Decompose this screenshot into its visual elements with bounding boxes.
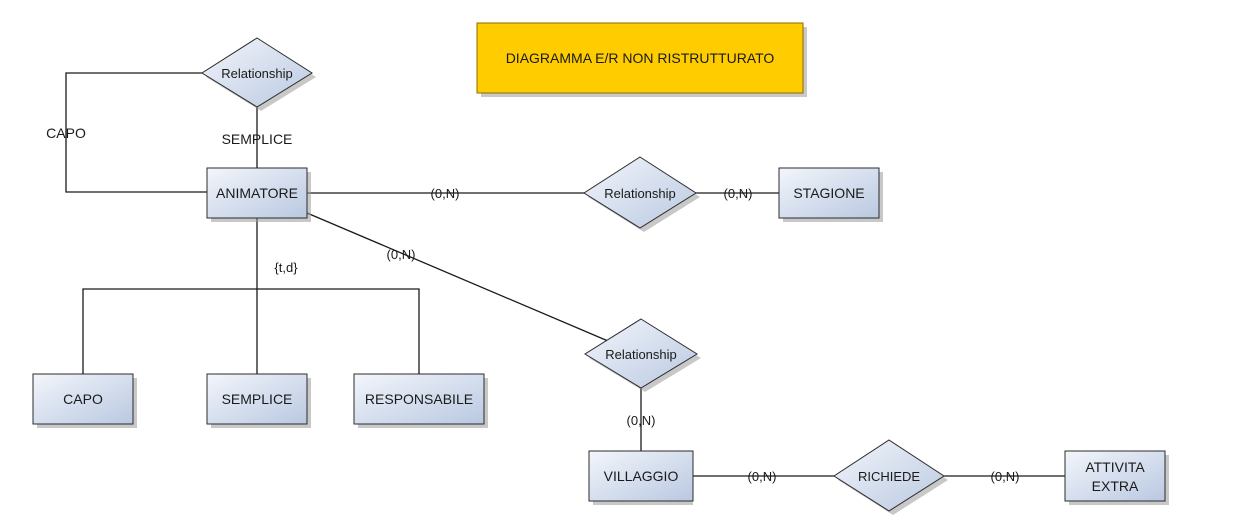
diagram-title-text: DIAGRAMMA E/R NON RISTRUTTURATO — [506, 50, 775, 66]
edge-animatore-rel-villaggio — [306, 212, 609, 342]
relationship-self[interactable]: Relationship — [201, 37, 316, 111]
entity-responsabile-label: RESPONSABILE — [365, 391, 473, 407]
entity-animatore[interactable]: ANIMATORE — [206, 167, 311, 222]
entity-stagione-label: STAGIONE — [793, 185, 864, 201]
cardinality-stagione: (0,N) — [724, 186, 753, 201]
entity-semplice[interactable]: SEMPLICE — [206, 373, 311, 428]
relationship-animatore-stagione-label: Relationship — [604, 186, 676, 201]
entity-attivita-extra-label-line2: EXTRA — [1092, 478, 1139, 494]
role-label-capo: CAPO — [46, 125, 86, 141]
cardinality-animatore-villaggio: (0,N) — [387, 247, 416, 262]
entity-responsabile[interactable]: RESPONSABILE — [353, 373, 488, 428]
relationship-animatore-stagione[interactable]: Relationship — [583, 156, 700, 232]
entity-animatore-label: ANIMATORE — [216, 185, 298, 201]
relationship-animatore-villaggio[interactable]: Relationship — [584, 318, 701, 392]
edge-generalization-bar — [82, 288, 420, 374]
entity-semplice-label: SEMPLICE — [222, 391, 293, 407]
diagram-title: DIAGRAMMA E/R NON RISTRUTTURATO — [476, 22, 807, 97]
entity-capo-label: CAPO — [63, 391, 103, 407]
cardinality-animatore-stagione: (0,N) — [431, 186, 460, 201]
relationship-self-label: Relationship — [221, 66, 293, 81]
cardinality-attivita-extra: (0,N) — [991, 469, 1020, 484]
entity-stagione[interactable]: STAGIONE — [778, 167, 883, 222]
edge-labels: CAPO SEMPLICE {t,d} (0,N) (0,N) (0,N) (0… — [46, 125, 1019, 484]
cardinality-villaggio-relationship: (0,N) — [627, 413, 656, 428]
entity-attivita-extra[interactable]: ATTIVITA EXTRA — [1064, 450, 1169, 505]
relationship-animatore-villaggio-label: Relationship — [605, 347, 677, 362]
relationship-richiede[interactable]: RICHIEDE — [833, 439, 948, 515]
entity-attivita-extra-label-line1: ATTIVITA — [1085, 459, 1145, 475]
cardinality-villaggio-richiede: (0,N) — [748, 469, 777, 484]
role-label-semplice: SEMPLICE — [222, 131, 293, 147]
edges — [65, 72, 1065, 477]
generalization-label: {t,d} — [274, 260, 298, 275]
entity-capo[interactable]: CAPO — [32, 373, 137, 428]
entity-villaggio-label: VILLAGGIO — [604, 468, 679, 484]
entity-villaggio[interactable]: VILLAGGIO — [588, 450, 694, 505]
relationship-richiede-label: RICHIEDE — [858, 469, 920, 484]
edge-self-loop — [65, 72, 207, 193]
